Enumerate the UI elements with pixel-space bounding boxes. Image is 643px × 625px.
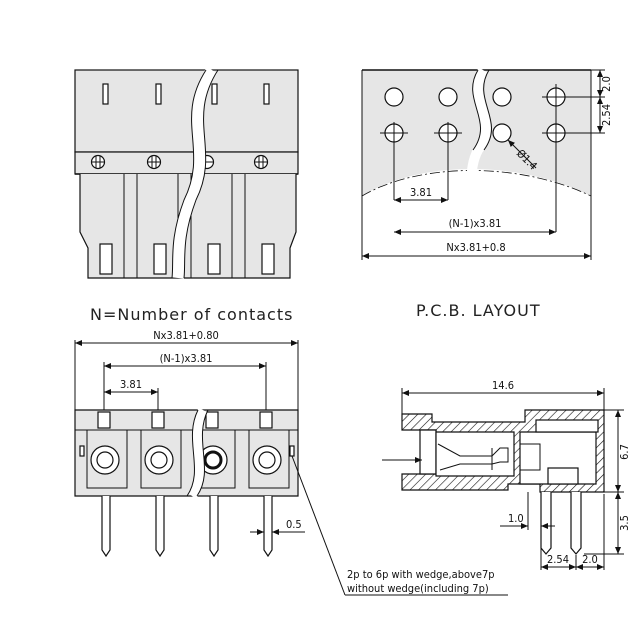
pcb-hole bbox=[492, 123, 512, 143]
screw-head bbox=[90, 154, 106, 170]
pcb-layout-view: 2.0 2.54 Ø1.4 3.81 (N-1)x3.81 Nx3.81+0.8 bbox=[361, 67, 613, 260]
pcb-hole bbox=[492, 87, 512, 107]
pcb-hole bbox=[384, 87, 404, 107]
dim-n-minus-1: (N-1)x3.81 bbox=[449, 217, 502, 230]
connector-side-section: 14.6 6.7 3.5 1.0 2.54 2.0 bbox=[382, 379, 631, 570]
dim-2-54: 2.54 bbox=[600, 104, 613, 126]
side-dim-front-offset: 1.0 bbox=[508, 512, 524, 525]
side-dim-pin-height: 3.5 bbox=[618, 515, 631, 531]
wedge-note-line-1: 2p to 6p with wedge,above7p bbox=[347, 568, 495, 581]
front-dim-pin-offset: 0.5 bbox=[286, 518, 302, 531]
screw-terminal bbox=[252, 445, 282, 475]
screw-terminal bbox=[90, 445, 120, 475]
screw-terminal bbox=[198, 445, 228, 475]
front-dim-total: Nx3.81+0.80 bbox=[153, 329, 219, 342]
dim-2-0: 2.0 bbox=[600, 76, 613, 92]
wedge-note-line-2: without wedge(including 7p) bbox=[347, 582, 489, 595]
dim-pitch: 3.81 bbox=[410, 186, 432, 199]
screw-terminal bbox=[144, 445, 174, 475]
front-dim-pitch: 3.81 bbox=[120, 378, 142, 391]
contacts-caption: N=Number of contacts bbox=[90, 305, 293, 324]
front-dim-n-minus-1: (N-1)x3.81 bbox=[160, 352, 213, 365]
screw-head bbox=[146, 154, 162, 170]
connector-top-view bbox=[74, 66, 299, 279]
dim-total: Nx3.81+0.8 bbox=[446, 241, 505, 254]
connector-front-view: Nx3.81+0.80 (N-1)x3.81 3.81 bbox=[74, 329, 508, 596]
side-dim-pin-offset: 2.0 bbox=[582, 553, 598, 566]
side-dim-height: 6.7 bbox=[618, 444, 631, 460]
pcb-layout-caption: P.C.B. LAYOUT bbox=[416, 301, 541, 320]
side-dim-width: 14.6 bbox=[492, 379, 514, 392]
side-dim-pin-pitch: 2.54 bbox=[547, 553, 569, 566]
screw-head bbox=[253, 154, 269, 170]
pcb-hole bbox=[438, 87, 458, 107]
